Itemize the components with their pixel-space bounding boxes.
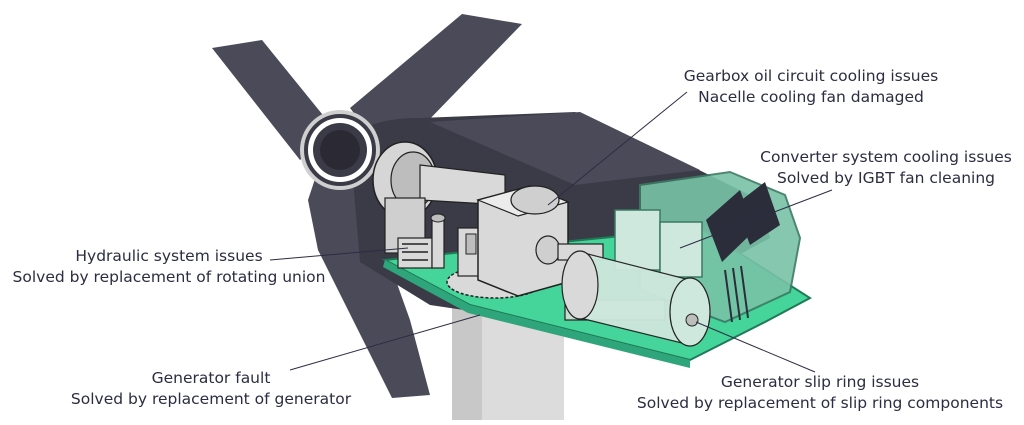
callout-converter-line1: Converter system cooling issues bbox=[760, 148, 1012, 166]
callout-generator: Generator fault Solved by replacement of… bbox=[56, 368, 366, 410]
leader-lines bbox=[269, 91, 833, 373]
callout-slip-ring-line1: Generator slip ring issues bbox=[720, 373, 920, 391]
callout-gearbox: Gearbox oil circuit cooling issues Nacel… bbox=[656, 66, 966, 108]
callout-slip-ring: Generator slip ring issues Solved by rep… bbox=[624, 372, 1016, 414]
leader-line-slip-ring bbox=[695, 321, 816, 373]
callout-slip-ring-line2: Solved by replacement of slip ring compo… bbox=[636, 394, 1004, 412]
callout-converter: Converter system cooling issues Solved b… bbox=[748, 147, 1024, 189]
callout-hydraulic-line1: Hydraulic system issues bbox=[75, 247, 263, 265]
callout-generator-line2: Solved by replacement of generator bbox=[70, 390, 352, 408]
blade-upper-left bbox=[212, 40, 335, 160]
callout-converter-line2: Solved by IGBT fan cleaning bbox=[776, 169, 995, 187]
leader-line-converter bbox=[679, 189, 833, 249]
rotor-hub bbox=[300, 110, 380, 190]
callout-hydraulic: Hydraulic system issues Solved by replac… bbox=[4, 246, 334, 288]
callout-gearbox-line1: Gearbox oil circuit cooling issues bbox=[683, 67, 939, 85]
callout-gearbox-line2: Nacelle cooling fan damaged bbox=[698, 88, 924, 106]
leader-line-hydraulic bbox=[269, 247, 409, 261]
leader-line-generator bbox=[289, 314, 481, 371]
callout-generator-line1: Generator fault bbox=[151, 369, 271, 387]
main-shaft bbox=[372, 141, 506, 254]
leader-line-gearbox bbox=[547, 91, 688, 206]
hydraulic-unit bbox=[397, 213, 446, 269]
blade-lower bbox=[308, 170, 430, 398]
callout-hydraulic-line2: Solved by replacement of rotating union bbox=[12, 268, 326, 286]
gearbox bbox=[476, 185, 570, 297]
generator bbox=[561, 250, 711, 347]
